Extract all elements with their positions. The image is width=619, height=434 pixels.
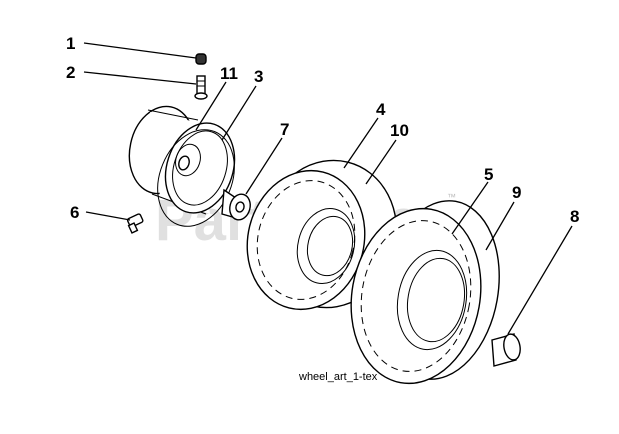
part-rim[interactable]: [122, 100, 246, 222]
callout-7: 7: [280, 120, 289, 139]
part-hub-cap[interactable]: [491, 333, 522, 367]
part-grease-fitting[interactable]: [126, 213, 144, 234]
callout-3: 3: [254, 67, 263, 86]
callout-10: 10: [390, 121, 409, 140]
part-bushing[interactable]: [221, 188, 253, 222]
leader-lines: [83, 42, 573, 335]
callout-8: 8: [570, 207, 579, 226]
watermark-trademark: ™: [447, 192, 456, 202]
diagram-caption: wheel_art_1-tex: [298, 371, 378, 383]
callout-6: 6: [70, 203, 79, 222]
callout-2: 2: [66, 63, 75, 82]
part-valve-stem[interactable]: [194, 75, 208, 100]
callout-5: 5: [484, 165, 493, 184]
callout-11: 11: [220, 64, 238, 83]
part-valve-cap[interactable]: [195, 53, 207, 65]
callout-1: 1: [66, 34, 75, 53]
callout-labels: 1 2 11 3 7 4 10 6 5 9 8: [66, 34, 579, 226]
part-rear-tire[interactable]: [338, 191, 513, 393]
part-seal-ring[interactable]: [144, 118, 248, 238]
callout-9: 9: [512, 183, 521, 202]
callout-4: 4: [376, 100, 386, 119]
